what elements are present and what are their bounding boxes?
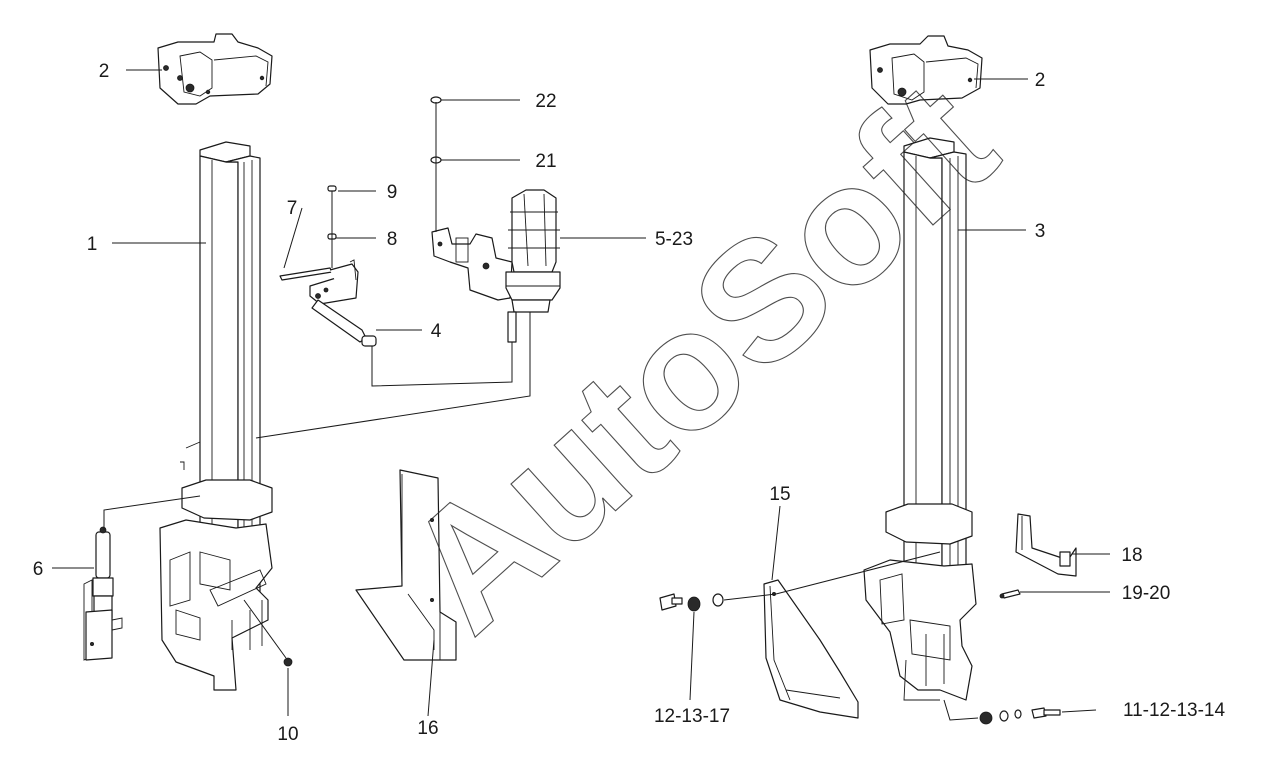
callout-10: 10	[277, 724, 298, 745]
part-5-23-motor-pump	[431, 189, 561, 343]
part-2-left-carriage	[157, 33, 273, 105]
callout-19-20: 19-20	[1122, 583, 1171, 604]
part-6-cylinder	[83, 526, 123, 661]
callout-21: 21	[535, 151, 556, 172]
leader-lines	[52, 69, 1110, 721]
callout-12-13-17: 12-13-17	[654, 706, 730, 727]
part-16-cover-plate	[355, 469, 457, 661]
part-4-linkage	[309, 259, 377, 347]
callout-4: 4	[431, 321, 442, 342]
callout-11-12-13-14: 11-12-13-14	[1123, 700, 1226, 721]
parts-19-20-screw	[999, 589, 1021, 599]
callout-18: 18	[1121, 545, 1142, 566]
callout-labels: 2 1 7 9 8 4 22 21 5-23 6 10 16 2 3 15 18…	[33, 61, 1226, 745]
part-2-right-carriage	[869, 35, 983, 105]
callout-8: 8	[387, 229, 398, 250]
callout-1: 1	[87, 234, 98, 255]
callout-15: 15	[769, 484, 790, 505]
callout-9: 9	[387, 182, 398, 203]
callout-22: 22	[535, 91, 556, 112]
part-1-left-column	[159, 141, 273, 691]
callout-2-right: 2	[1035, 70, 1046, 91]
parts-11-12-13-14-bolt-washers	[979, 707, 1061, 725]
callout-2-left: 2	[99, 61, 110, 82]
callout-3: 3	[1035, 221, 1046, 242]
callout-5-23: 5-23	[655, 229, 693, 250]
callout-6: 6	[33, 559, 44, 580]
callout-16: 16	[417, 718, 438, 739]
callout-7: 7	[287, 198, 298, 219]
part-18-bracket	[1015, 513, 1077, 577]
part-10-nut	[283, 657, 293, 667]
parts-12-13-17-bolt-washers	[659, 593, 724, 612]
part-3-right-column	[863, 137, 977, 701]
part-15-bent-cover	[763, 579, 859, 719]
